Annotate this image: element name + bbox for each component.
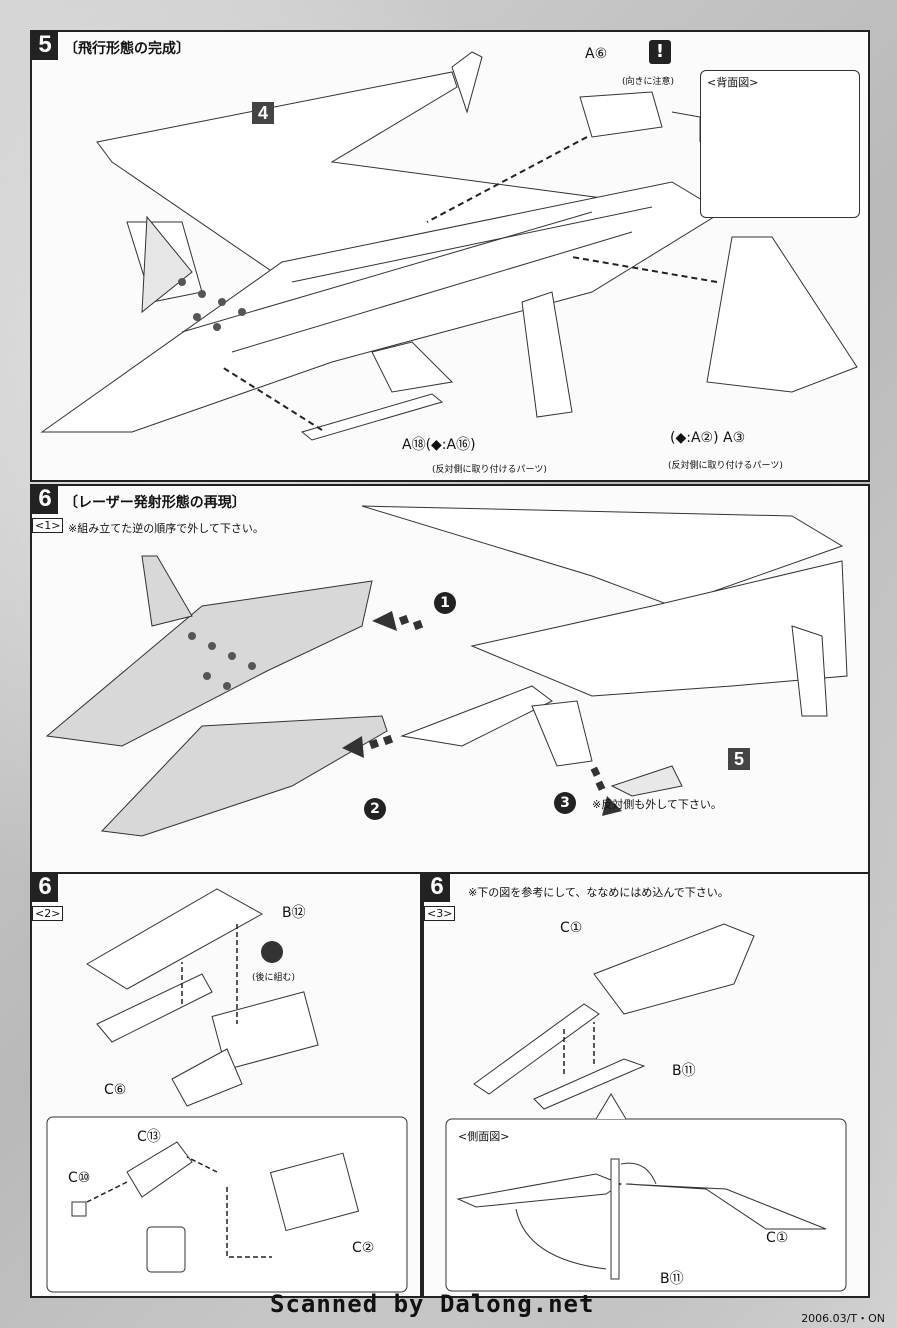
step6-1-illustration (45, 505, 848, 837)
step6-2-number: 6 (32, 874, 58, 902)
step6-title: 〔レーザー発射形態の再現〕 (64, 495, 246, 511)
step6-2-panel: 6 <2> B⑫ (後に組む) C⑥ C⑬ C⑩ C② (30, 872, 422, 1298)
step5-ref-4: 4 (252, 102, 274, 124)
side-view-label: <側面図> (458, 1130, 510, 1143)
step6-1-panel: 6 <1> 〔レーザー発射形態の再現〕 ※組み立てた逆の順序で外して下さい。 1… (30, 484, 870, 874)
step6-2-sub: <2> (32, 906, 64, 921)
step6-3-panel: 6 <3> ※下の図を参考にして、ななめにはめ込んで下さい。 C① B⑪ <側面… (422, 872, 870, 1298)
step6-3-illustration (445, 923, 847, 1292)
step6-1-marker-3: 3 (554, 792, 576, 814)
step5-illustration (40, 51, 858, 441)
step5-part-a2-a3: (◆:A②) A③ (670, 430, 746, 446)
step6-1-marker-2: 2 (364, 798, 386, 820)
step6-1-ref-5: 5 (728, 748, 750, 770)
step6-1-marker-1: 1 (434, 592, 456, 614)
step6-1-sub: <1> (32, 518, 64, 533)
step6-3-part-b11-top: B⑪ (672, 1063, 696, 1079)
step5-part-a6: A⑥ (585, 46, 608, 62)
step6-3-part-c1-top: C① (560, 920, 583, 936)
step6-2-part-c6: C⑥ (104, 1082, 127, 1098)
caution-icon: ! (649, 40, 671, 64)
step5-panel: 5 〔飛行形態の完成〕 4 A⑥ ! (向きに注意) <背面図> A⑱(◆:A⑯… (30, 30, 870, 482)
step6-2-part-c13: C⑬ (137, 1129, 161, 1145)
print-code: 2006.03/T・ON (801, 1312, 885, 1325)
step6-3-part-b11-side: B⑪ (660, 1271, 684, 1287)
step6-1-note: ※組み立てた逆の順序で外して下さい。 (68, 522, 264, 535)
back-view-inset (700, 70, 860, 218)
orientation-note: (向きに注意) (622, 77, 675, 87)
step6-number: 6 (32, 486, 58, 514)
step6-3-note: ※下の図を参考にして、ななめにはめ込んで下さい。 (468, 886, 729, 899)
step6-3-part-c1-side: C① (766, 1230, 789, 1246)
back-view-label: <背面図> (707, 76, 759, 89)
step6-1-opposite-note: ※反対側も外して下さい。 (592, 798, 722, 811)
step5-title: 〔飛行形態の完成〕 (64, 41, 190, 57)
step5-opposite-note-2: (反対側に取り付けるパーツ) (668, 461, 783, 471)
scanner-credit: Scanned by Dalong.net (270, 1290, 595, 1318)
step6-3-sub: <3> (424, 906, 456, 921)
step6-2-part-c2: C② (352, 1240, 375, 1256)
step5-number: 5 (32, 32, 58, 60)
assemble-later-note: (後に組む) (252, 973, 296, 983)
step6-3-number: 6 (424, 874, 450, 902)
step6-2-part-c10: C⑩ (68, 1170, 91, 1186)
step6-2-illustration (46, 888, 408, 1293)
step5-opposite-note-1: (反対側に取り付けるパーツ) (432, 465, 547, 475)
step5-part-a18: A⑱(◆:A⑯) (402, 437, 476, 453)
step6-2-part-b12: B⑫ (282, 905, 306, 921)
